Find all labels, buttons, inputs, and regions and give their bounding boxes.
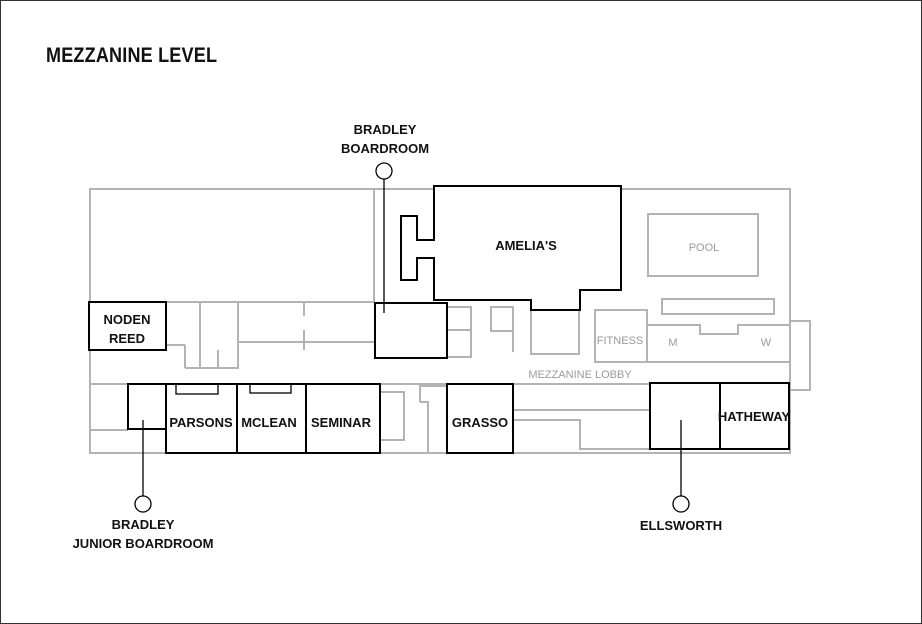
label-bradley-junior-1: BRADLEY	[112, 517, 175, 532]
area-labels: POOL FITNESS M W MEZZANINE LOBBY	[528, 242, 771, 381]
room-noden-reed[interactable]	[88, 301, 167, 351]
room-hatheway[interactable]	[719, 382, 790, 450]
label-mens: M	[668, 337, 677, 349]
room-alcoves	[175, 383, 292, 395]
label-ellsworth: ELLSWORTH	[640, 518, 722, 533]
callout-labels: BRADLEY BOARDROOM BRADLEY JUNIOR BOARDRO…	[73, 122, 723, 551]
bradley-junior-boardroom-pin[interactable]	[134, 495, 152, 513]
room-grasso[interactable]	[446, 383, 514, 454]
room-parsons[interactable]	[165, 383, 238, 454]
label-amelias: AMELIA'S	[495, 238, 557, 253]
label-bradley-boardroom-1: BRADLEY	[354, 122, 417, 137]
rooms	[88, 185, 790, 454]
label-bradley-boardroom-2: BOARDROOM	[341, 141, 429, 156]
label-pool: POOL	[689, 242, 720, 254]
room-ellsworth[interactable]	[649, 382, 721, 450]
room-bradley-junior-boardroom[interactable]	[127, 383, 167, 430]
label-grasso: GRASSO	[452, 415, 508, 430]
label-mclean: MCLEAN	[241, 415, 297, 430]
bradley-boardroom-pin[interactable]	[375, 162, 393, 180]
room-amelias[interactable]	[400, 185, 622, 311]
label-hatheway: HATHEWAY	[718, 409, 791, 424]
callouts	[134, 162, 690, 513]
label-seminar: SEMINAR	[311, 415, 372, 430]
label-noden: NODEN	[104, 312, 151, 327]
label-mezzanine-lobby: MEZZANINE LOBBY	[528, 369, 632, 381]
label-fitness: FITNESS	[597, 335, 643, 347]
page-title: MEZZANINE LEVEL	[46, 44, 218, 67]
room-bradley-boardroom[interactable]	[374, 302, 448, 359]
room-labels: NODEN REED AMELIA'S PARSONS MCLEAN SEMIN…	[104, 238, 791, 430]
label-bradley-junior-2: JUNIOR BOARDROOM	[73, 536, 214, 551]
label-parsons: PARSONS	[169, 415, 233, 430]
label-reed: REED	[109, 331, 145, 346]
room-mclean[interactable]	[236, 383, 307, 454]
label-womens: W	[761, 337, 772, 349]
ellsworth-pin[interactable]	[672, 495, 690, 513]
room-seminar[interactable]	[305, 383, 381, 454]
